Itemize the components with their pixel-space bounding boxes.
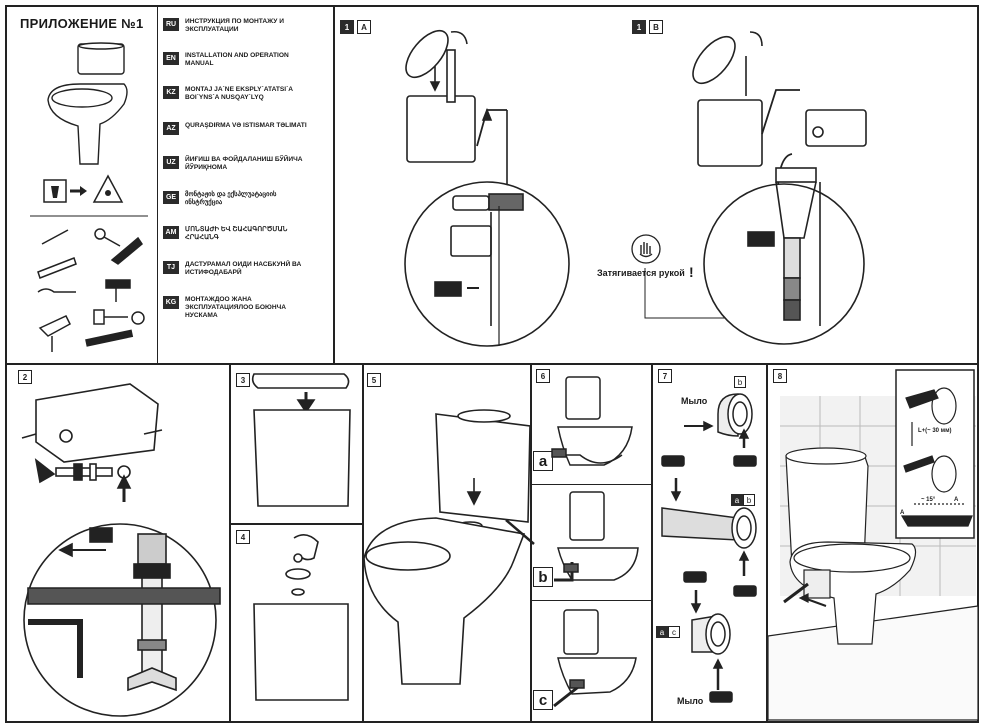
lang-row-ge: GE მონტაჟის და ექსპლუატაციის ინსტრუქცია [163, 191, 313, 207]
bolt-kit-icon [34, 458, 131, 484]
step-6b-tag: b [533, 567, 553, 587]
divider-b6b-b6c [530, 600, 651, 601]
lang-code: AZ [163, 122, 179, 135]
lang-code: EN [163, 52, 179, 65]
divider-horizontal [5, 363, 979, 365]
step-5-tag: 5 [367, 373, 381, 387]
step-1a-tag: A [357, 20, 371, 34]
step-7-ab-b-tag: b [743, 494, 755, 506]
step-1-tag: 1 [340, 20, 354, 34]
step-7-ac-a-tag: a [656, 626, 668, 638]
divider-top-langs [333, 5, 335, 363]
divider-b3-b5 [362, 363, 364, 723]
step-7-ab-a-tag: a [731, 494, 743, 506]
lang-row-am: AM ՄՈՆՏԱԺԻ ԵՎ ՇԱՀԱԳՈՐԾՄԱՆ ՀՐԱՀԱՆԳ [163, 226, 313, 242]
step-1b-illustration [692, 31, 867, 345]
lang-text: INSTALLATION AND OPERATION MANUAL [185, 52, 289, 67]
lang-code: KG [163, 296, 179, 309]
lang-text: ДАСТУРАМАЛ ОИДИ НАСБКУНӢ ВА ИСТИФОДАБАРӢ [185, 261, 302, 276]
step-5-illustration [363, 409, 535, 685]
lang-text: ИНСТРУКЦИЯ ПО МОНТАЖУ И ЭКСПЛУАТАЦИИ [185, 18, 284, 33]
step-6c-tag: c [533, 690, 553, 710]
tools-icon [37, 228, 145, 352]
step-3-tag: 3 [236, 373, 250, 387]
page-title: ПРИЛОЖЕНИЕ №1 [20, 16, 144, 31]
step-4-illustration [253, 534, 349, 701]
lang-text: MONTAJ JA`NE EKSPLY`ATATSI`A BOI`YNS`A N… [185, 86, 293, 101]
soap-label-bottom: Мыло [677, 696, 704, 706]
lang-text: QURAŞDIRMA VƏ ISTISMAR TƏLIMATI [185, 122, 307, 129]
intro-illustration [30, 42, 148, 352]
lang-code: UZ [163, 156, 179, 169]
lang-row-ru: RU ИНСТРУКЦИЯ ПО МОНТАЖУ И ЭКСПЛУАТАЦИИ [163, 18, 313, 34]
hand-tighten-label: Затягивается рукой [597, 268, 685, 278]
step-1b-number-tag: 1 [632, 20, 646, 34]
dim-a-label: A [954, 497, 959, 503]
lang-text: ՄՈՆՏԱԺԻ ԵՎ ՇԱՀԱԳՈՐԾՄԱՆ ՀՐԱՀԱՆԳ [185, 226, 288, 241]
step-6c-illustration [553, 609, 637, 708]
lang-text: მონტაჟის და ექსპლუატაციის ინსტრუქცია [185, 191, 277, 206]
step-2-illustration [21, 383, 221, 717]
lang-row-uz: UZ ЙИҒИШ ВА ФОЙДАЛАНИШ БЎЙИЧА ЙЎРИҚНОМА [163, 156, 313, 172]
step-6a-illustration [551, 376, 633, 466]
lang-text: ЙИҒИШ ВА ФОЙДАЛАНИШ БЎЙИЧА ЙЎРИҚНОМА [185, 156, 303, 171]
dim-angle-label: ~ 15° [921, 497, 936, 503]
soap-label-top: Мыло [681, 396, 708, 406]
lang-code: RU [163, 18, 179, 31]
step-6-tag: 6 [536, 369, 550, 383]
lang-row-kg: KG МОНТАЖДОО ЖАНА ЭКСПЛУАТАЦИЯЛОО БОЮНЧА … [163, 296, 313, 320]
divider-b7-b8 [766, 363, 768, 723]
divider-b6a-b6b [530, 484, 651, 485]
lang-code: TJ [163, 261, 179, 274]
step-1b-tag: B [649, 20, 663, 34]
hand-icon [631, 234, 661, 264]
lang-text: МОНТАЖДОО ЖАНА ЭКСПЛУАТАЦИЯЛОО БОЮНЧА НУ… [185, 296, 287, 319]
lang-row-tj: TJ ДАСТУРАМАЛ ОИДИ НАСБКУНӢ ВА ИСТИФОДАБА… [163, 261, 313, 277]
lang-code: GE [163, 191, 179, 204]
lang-row-en: EN INSTALLATION AND OPERATION MANUAL [163, 52, 313, 68]
divider-b5-b6 [530, 363, 532, 723]
step-7-ac-c-tag: c [668, 626, 680, 638]
step-7-b-tag: b [734, 376, 746, 388]
step-6b-illustration [554, 491, 639, 582]
step-7-illustration [661, 393, 757, 703]
step-2-tag: 2 [18, 370, 32, 384]
step-8-tag: 8 [773, 369, 787, 383]
dim-l-label: L+(~ 30 мм) [918, 428, 952, 434]
divider-b2-b3 [229, 363, 231, 723]
lang-code: AM [163, 226, 179, 239]
divider-b3-b4 [229, 523, 362, 525]
lang-row-kz: KZ MONTAJ JA`NE EKSPLY`ATATSI`A BOI`YNS`A… [163, 86, 313, 102]
step-7-tag: 7 [658, 369, 672, 383]
step-3-illustration [251, 373, 351, 507]
toilet-icon [47, 42, 128, 165]
step-4-tag: 4 [236, 530, 250, 544]
step-6a-tag: a [533, 451, 553, 471]
exclaim-icon: ! [689, 264, 694, 280]
divider-top-left [157, 5, 158, 363]
dim-a2-label: A [900, 510, 905, 516]
lang-code: KZ [163, 86, 179, 99]
step-1a-illustration [404, 29, 570, 347]
lang-row-az: AZ QURAŞDIRMA VƏ ISTISMAR TƏLIMATI [163, 122, 313, 135]
divider-b6-b7 [651, 363, 653, 723]
step-8-illustration [767, 369, 979, 721]
